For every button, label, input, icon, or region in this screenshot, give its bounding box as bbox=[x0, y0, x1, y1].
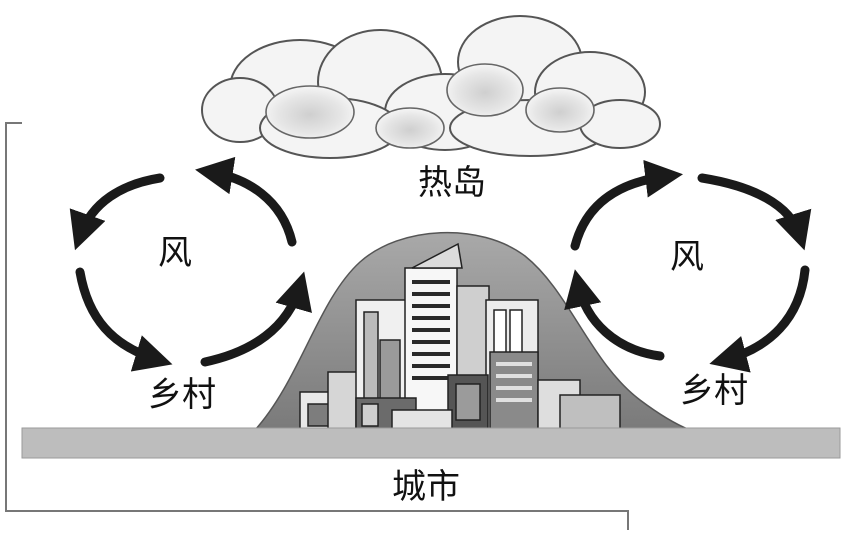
right-arrow-top bbox=[570, 159, 684, 251]
right-arrow-bottom bbox=[564, 269, 665, 361]
village-label-right: 乡村 bbox=[680, 371, 748, 411]
right-arrow-lower-right bbox=[709, 265, 810, 373]
left-wind-circulation bbox=[69, 156, 312, 372]
left-arrow-lower-left bbox=[75, 267, 173, 372]
city-buildings-icon bbox=[299, 242, 621, 433]
heat-island-label: 热岛 bbox=[418, 163, 486, 203]
cloud-icon bbox=[201, 15, 661, 159]
wind-label-left: 风 bbox=[158, 233, 192, 273]
left-arrow-upper-left bbox=[69, 173, 165, 251]
wind-label-right: 风 bbox=[670, 237, 704, 277]
city-label: 城市 bbox=[392, 467, 460, 507]
left-arrow-bottom bbox=[200, 271, 312, 367]
right-arrow-upper-right bbox=[697, 173, 812, 251]
right-wind-circulation bbox=[564, 159, 812, 373]
frame-border bbox=[5, 122, 629, 530]
ground-strip bbox=[21, 427, 841, 459]
left-arrow-top bbox=[195, 156, 297, 247]
village-label-left: 乡村 bbox=[148, 375, 216, 415]
